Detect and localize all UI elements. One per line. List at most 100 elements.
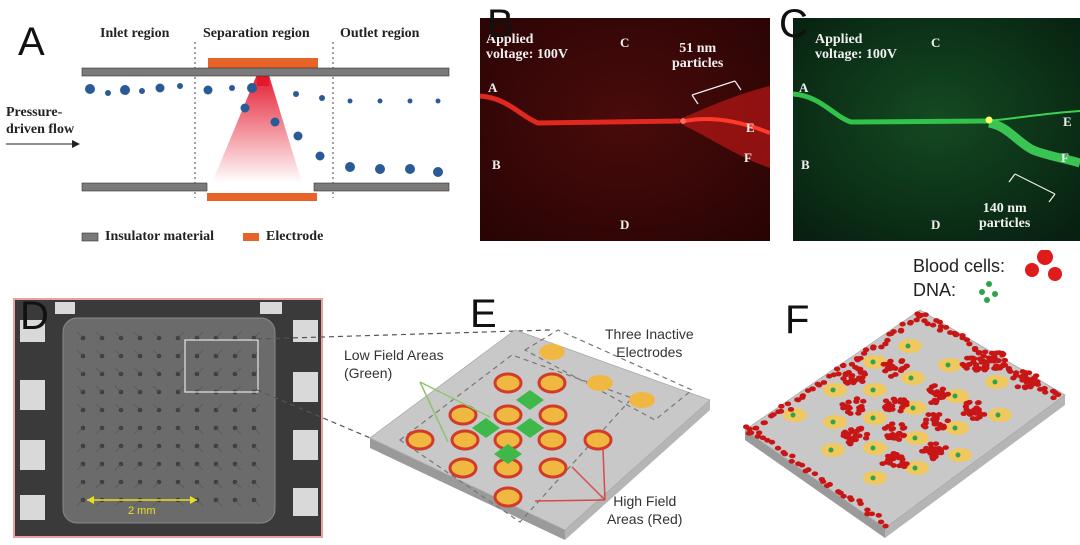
inactive-electrodes-line2: Electrodes	[616, 343, 683, 360]
array-trace	[234, 349, 242, 357]
blood-cell	[784, 401, 792, 407]
inlet-channel	[480, 93, 681, 126]
blood-cell	[857, 355, 864, 361]
blood-cell	[887, 373, 895, 379]
blood-cell	[885, 407, 893, 413]
blood-cell	[840, 405, 847, 411]
array-trace	[152, 403, 160, 411]
particles-bracket	[1008, 173, 1056, 203]
blood-cell	[892, 399, 899, 404]
blood-cell	[935, 446, 943, 451]
panel-b-channels	[480, 18, 770, 241]
array-trace	[114, 349, 122, 357]
array-trace	[133, 349, 141, 357]
blood-cell	[1014, 384, 1022, 390]
array-trace	[152, 445, 160, 453]
bottom-insulator-left	[81, 182, 208, 192]
active-electrode	[448, 457, 478, 479]
blood-cell	[889, 421, 896, 427]
active-electrode	[450, 429, 480, 451]
blood-cell	[898, 366, 906, 372]
blood-cell	[815, 382, 823, 388]
blood-cell	[885, 435, 892, 441]
blood-cell	[931, 397, 939, 403]
panel-b-micrograph: Applied voltage: 100V 51 nm particles A …	[480, 18, 770, 241]
electrode-grid-f	[783, 339, 1012, 485]
blood-cell	[747, 430, 755, 436]
array-trace	[234, 403, 242, 411]
blood-cell	[960, 411, 967, 417]
blood-cell	[914, 311, 921, 317]
dna-cluster	[830, 419, 836, 425]
particles-word-c: particles	[979, 216, 1031, 232]
array-trace	[114, 385, 122, 393]
low-field-area	[516, 418, 544, 438]
blood-cell	[922, 312, 929, 318]
array-trace	[114, 331, 122, 339]
blood-cell	[936, 395, 944, 401]
blood-cell	[972, 347, 979, 353]
array-trace	[253, 499, 261, 507]
low-field-area	[516, 390, 544, 410]
array-trace	[114, 463, 122, 471]
legend-electrode-label: Electrode	[266, 229, 324, 244]
flow-label: Pressure- driven flow	[6, 105, 74, 139]
port-a-b: A	[488, 80, 498, 95]
blood-cell	[919, 448, 926, 454]
blood-cell	[1012, 370, 1020, 376]
array-trace	[215, 403, 223, 411]
array-trace	[114, 367, 122, 375]
array-trace	[95, 499, 103, 507]
panel-b-letter: B	[487, 2, 514, 46]
array-trace	[76, 349, 84, 357]
blood-cell	[840, 362, 847, 368]
blood-cell	[1027, 384, 1034, 390]
array-trace	[95, 385, 103, 393]
blood-cell	[835, 371, 842, 377]
blood-cell	[971, 356, 978, 362]
blood-cell	[985, 358, 993, 364]
blood-cell	[778, 403, 785, 409]
array-trace	[234, 331, 242, 339]
blood-cell	[882, 341, 889, 347]
blood-cell-clusters	[743, 311, 1062, 529]
blood-cell	[989, 355, 997, 361]
dna-cluster	[830, 387, 836, 393]
dna-cluster	[912, 435, 918, 441]
port-a-c: A	[799, 80, 809, 95]
particles-size-c: 140 nm	[982, 201, 1027, 216]
blood-cell	[931, 390, 938, 396]
low-field-area	[494, 444, 522, 464]
array-trace	[95, 445, 103, 453]
blood-cell	[855, 367, 863, 372]
array-trace	[95, 427, 103, 435]
array-trace	[253, 349, 261, 357]
blood-cell	[788, 458, 795, 464]
array-trace	[215, 427, 223, 435]
array-trace	[152, 481, 160, 489]
array-trace	[196, 481, 204, 489]
array-trace	[152, 331, 160, 339]
blood-cell	[928, 384, 936, 390]
array-trace	[95, 349, 103, 357]
blood-cell	[868, 511, 876, 517]
dna-cluster	[870, 445, 876, 451]
array-trace	[196, 499, 204, 507]
blood-cell	[799, 395, 806, 400]
blood-cell	[890, 329, 897, 334]
blood-cell	[881, 426, 889, 431]
array-trace	[215, 499, 223, 507]
top-electrode	[208, 58, 318, 68]
array-trace	[215, 349, 223, 357]
blood-cell	[898, 359, 905, 365]
blood-cell	[929, 322, 937, 328]
blood-cell	[1001, 357, 1009, 363]
dna-cluster	[952, 425, 958, 431]
array-trace	[234, 385, 242, 393]
array-trace	[95, 403, 103, 411]
blood-cell	[847, 427, 855, 433]
array-trace	[215, 445, 223, 453]
array-trace	[253, 445, 261, 453]
active-electrode	[538, 404, 568, 426]
panel-a: A Inlet region Separation region Outlet …	[0, 0, 460, 255]
